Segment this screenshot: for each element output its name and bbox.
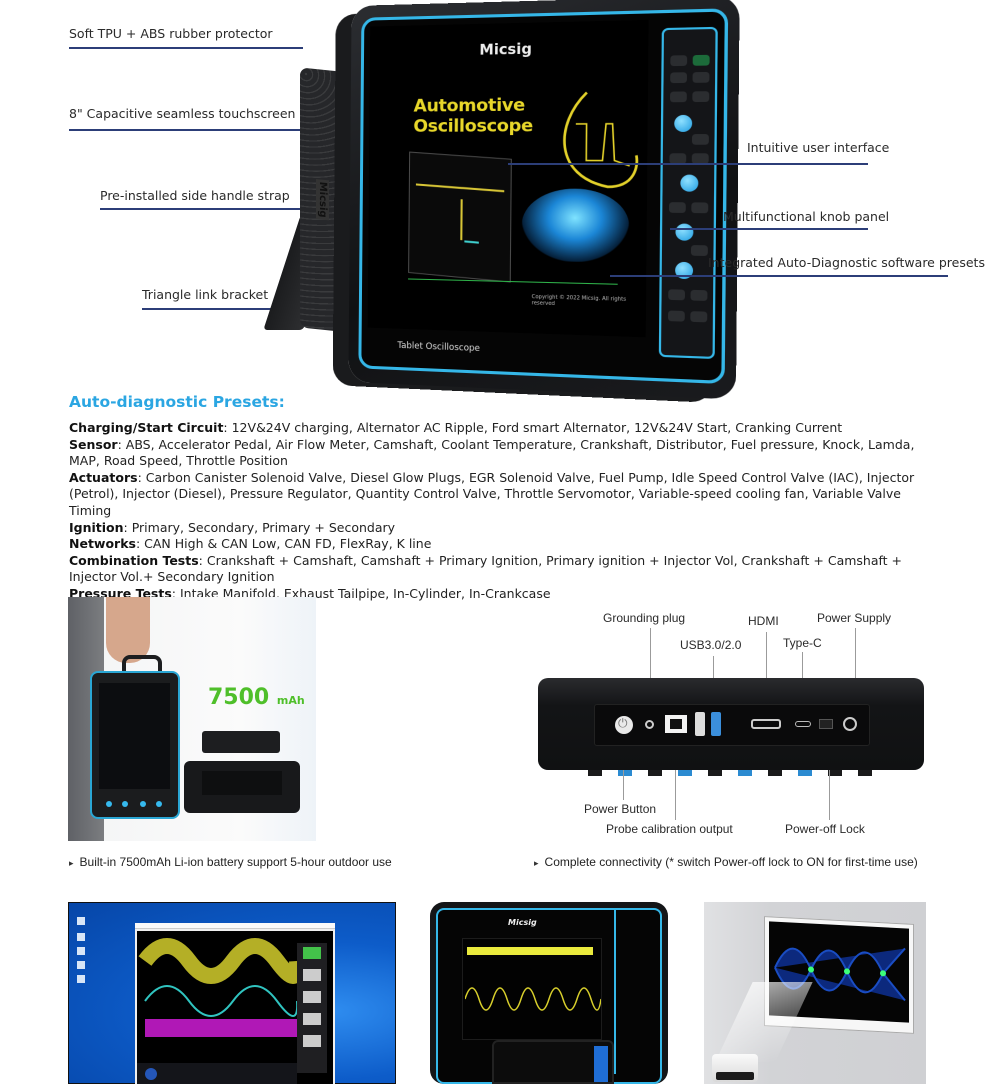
car-wireframe-graphic [521, 188, 630, 263]
power-supply-port-icon [843, 717, 857, 731]
presets-list: Charging/Start Circuit: 12V&24V charging… [69, 420, 929, 603]
power-off-lock-icon [819, 719, 833, 729]
leader-line [100, 208, 318, 210]
waveform-display [462, 938, 602, 1040]
label-type-c: Type-C [783, 636, 822, 650]
knob-panel [658, 26, 718, 360]
preset-item-sensor: Sensor: ABS, Accelerator Pedal, Air Flow… [69, 436, 915, 469]
leader-line [142, 308, 292, 310]
probe-calibration-icon [665, 715, 687, 733]
knob-icon [675, 223, 694, 241]
preset-item-actuators: Actuators: Carbon Canister Solenoid Valv… [69, 469, 915, 518]
leader-line [69, 129, 479, 131]
desktop-icon [77, 947, 85, 955]
hand-graphic [106, 597, 150, 663]
callout-knob-panel: Multifunctional knob panel [723, 209, 890, 224]
label-probe-calibration: Probe calibration output [606, 822, 733, 836]
handle-brand-mark: Micsig [316, 179, 329, 221]
preset-item-charging: Charging/Start Circuit: 12V&24V charging… [69, 420, 843, 435]
usb2-port-icon [695, 712, 705, 736]
pc-software-image [68, 902, 396, 1084]
bullet-icon: ▸ [69, 858, 74, 868]
preset-item-networks: Networks: CAN High & CAN Low, CAN FD, Fl… [69, 536, 432, 552]
desktop-icon [77, 975, 85, 983]
tablet-screen: Micsig Automotive Oscilloscope Copyright… [367, 19, 649, 354]
label-power-off-lock: Power-off Lock [785, 822, 865, 836]
battery-bay-graphic [184, 761, 300, 813]
battery-pack-graphic [202, 731, 280, 753]
side-handle-strap-image: Micsig [300, 67, 350, 333]
hdmi-port-icon [751, 719, 781, 729]
projector-graphic [712, 1054, 758, 1082]
waveform-display [137, 931, 333, 1084]
callout-bracket: Triangle link bracket [142, 287, 269, 302]
preset-item-ignition: Ignition: Primary, Secondary, Primary + … [69, 519, 396, 535]
brand-logo: Micsig [508, 918, 537, 927]
label-power-button: Power Button [584, 802, 657, 816]
mini-scope-screen [408, 151, 512, 283]
bullet-icon: ▸ [534, 858, 539, 868]
desktop-icon [77, 917, 85, 925]
carry-handle-graphic [122, 655, 162, 673]
copyright-text: Copyright © 2022 Micsig. All rights rese… [531, 293, 627, 308]
battery-capacity: 7500 mAh [208, 685, 305, 710]
leader-line [670, 228, 868, 230]
tablet-with-phone-image: Micsig [430, 902, 668, 1084]
battery-image: 7500 mAh [68, 597, 316, 841]
device-side-panel [538, 678, 924, 776]
callout-presets: Integrated Auto-Diagnostic software pres… [708, 255, 985, 270]
leader-line [508, 163, 868, 165]
phone-app-graphic [492, 1040, 614, 1084]
label-hdmi: HDMI [748, 614, 779, 628]
knob-icon [674, 114, 693, 132]
label-power-supply: Power Supply [817, 611, 892, 625]
waveform-graphic [137, 938, 327, 1084]
desktop-icon [77, 933, 85, 941]
knob-icon [680, 174, 699, 192]
callout-touchscreen: 8" Capacitive seamless touchscreen [69, 106, 296, 121]
knob-panel [614, 910, 654, 1074]
software-window [135, 923, 335, 1084]
connectivity-bullet: ▸Complete connectivity (* switch Power-o… [534, 855, 918, 869]
type-c-port-icon [795, 721, 811, 727]
label-usb: USB3.0/2.0 [680, 638, 742, 652]
grounding-plug-icon [645, 720, 654, 729]
label-grounding-plug: Grounding plug [603, 611, 686, 625]
ignition-waveform-graphic [543, 81, 641, 197]
presets-heading: Auto-diagnostic Presets: [69, 393, 285, 411]
tablet-label: Tablet Oscilloscope [397, 340, 481, 355]
window-titlebar [135, 923, 335, 929]
usb3-port-icon [711, 712, 721, 736]
sine-waveform-graphic [465, 987, 601, 1011]
callout-rubber-protector: Soft TPU + ABS rubber protector [69, 26, 273, 41]
battery-bullet: ▸Built-in 7500mAh Li-ion battery support… [69, 855, 392, 869]
preset-item-combination: Combination Tests: Crankshaft + Camshaft… [69, 552, 903, 585]
brand-logo: Micsig [479, 41, 532, 59]
leader-line [610, 275, 948, 277]
tablet-oscilloscope-image: Micsig Automotive Oscilloscope Copyright… [348, 0, 740, 400]
green-trace [408, 278, 618, 285]
tablet-carried-graphic [90, 671, 180, 819]
leader-line [69, 47, 303, 49]
callout-side-handle: Pre-installed side handle strap [100, 188, 290, 203]
callout-user-interface: Intuitive user interface [747, 140, 890, 155]
desktop-icon [77, 961, 85, 969]
projector-image [704, 902, 926, 1084]
power-button-icon [615, 716, 633, 734]
